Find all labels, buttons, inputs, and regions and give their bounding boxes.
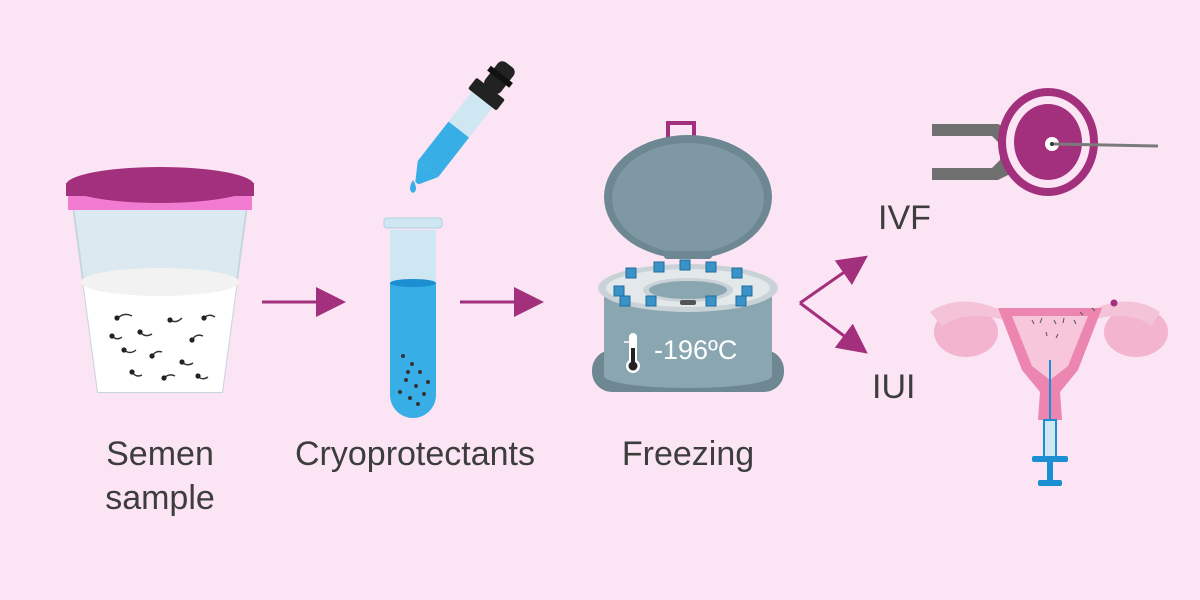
ivf-icon [932,88,1159,196]
label-semen-sample: Semen sample [105,435,215,517]
dropper-icon [410,61,515,193]
arrow-to-ivf [799,255,868,305]
freezer-temperature: -196ºC [654,335,738,365]
branch-arrows [799,255,868,354]
label-cryoprotectants: Cryoprotectants [295,435,535,473]
semen-cup-icon [66,167,254,393]
arrow-to-iui [799,301,868,354]
label-ivf: IVF [878,199,931,237]
label-iui: IUI [872,368,916,406]
label-freezing: Freezing [621,435,755,473]
test-tube-icon [383,217,443,418]
thermometer-icon [624,333,640,373]
freezer-icon [592,121,784,392]
iui-icon [930,299,1168,486]
